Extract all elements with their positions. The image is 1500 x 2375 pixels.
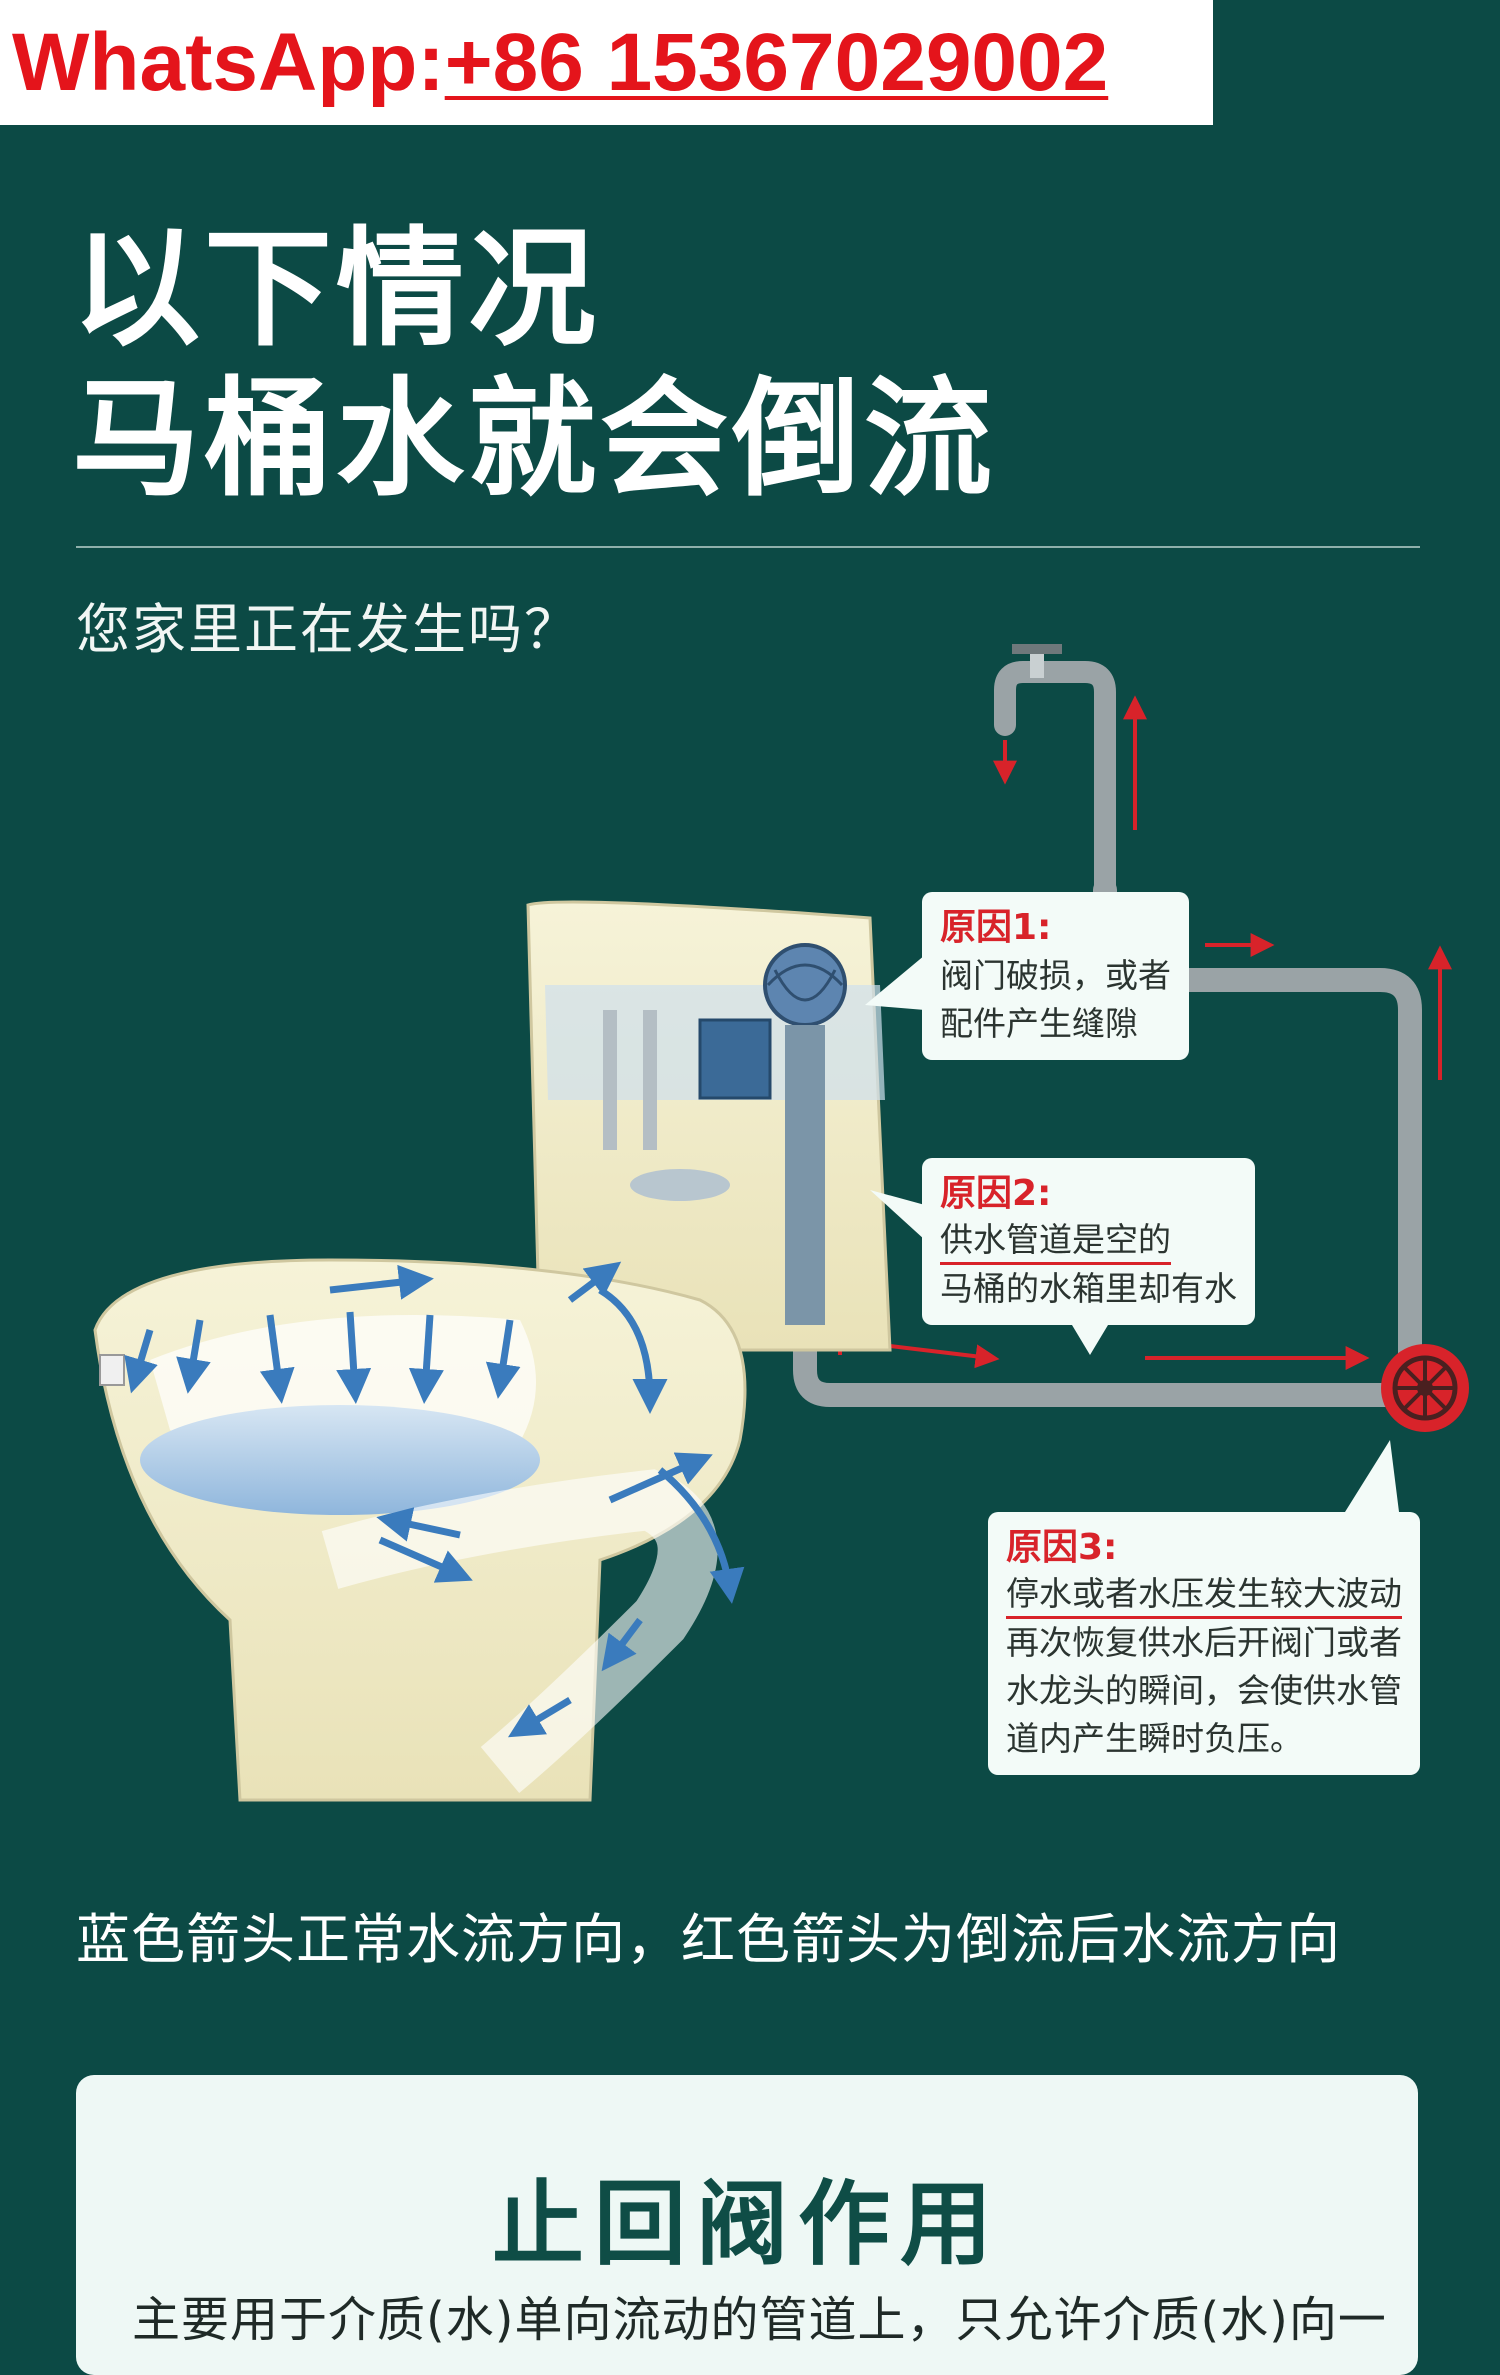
headline-line-1: 以下情况 [72,215,601,364]
backflow-arrows [710,695,1452,1370]
valve-wheel-icon [1381,1344,1469,1432]
callout-reason-1: 原因1: 阀门破损，或者 配件产生缝隙 [922,892,1189,1060]
callout-3-line-2: 再次恢复供水后开阀门或者 [1006,1623,1402,1662]
toilet-backflow-illustration [93,644,1469,1802]
flow-direction-caption: 蓝色箭头正常水流方向，红色箭头为倒流后水流方向 [76,1908,1341,1971]
divider [76,546,1420,548]
callout-1-line-2: 配件产生缝隙 [940,1004,1138,1043]
callout-reason-3: 原因3: 停水或者水压发生较大波动 再次恢复供水后开阀门或者 水龙头的瞬间，会使… [988,1512,1420,1775]
headline-line-2: 马桶水就会倒流 [72,365,997,514]
card-description: 主要用于介质(水)单向流动的管道上，只允许介质(水)向一 [132,2292,1387,2348]
callout-2-title: 原因2: [940,1173,1052,1214]
whatsapp-phone-link[interactable]: +86 15367029002 [444,16,1109,108]
callout-reason-2: 原因2: 供水管道是空的 马桶的水箱里却有水 [922,1158,1255,1325]
subheading: 您家里正在发生吗？ [76,598,580,661]
callout-3-line-4: 道内产生瞬时负压。 [1006,1719,1303,1758]
callout-1-title: 原因1: [940,907,1052,948]
callout-3-title: 原因3: [1006,1527,1118,1568]
whatsapp-label: WhatsApp: [12,16,445,108]
card-title: 止回阀作用 [491,2171,1002,2278]
whatsapp-banner: WhatsApp: +86 15367029002 [0,0,1213,125]
check-valve-card: 止回阀作用 主要用于介质(水)单向流动的管道上，只允许介质(水)向一 [76,2075,1418,2375]
fill-valve-icon [763,943,847,1325]
headline: 以下情况 马桶水就会倒流 [72,215,996,515]
callout-3-line-3: 水龙头的瞬间，会使供水管 [1006,1671,1402,1710]
callout-3-line-1: 停水或者水压发生较大波动 [1006,1572,1402,1619]
callout-2-line-1: 供水管道是空的 [940,1218,1171,1265]
callout-1-line-1: 阀门破损，或者 [940,956,1171,995]
normal-flow-arrows [124,1261,745,1738]
faucet-icon [994,661,1116,901]
callout-2-line-2: 马桶的水箱里却有水 [940,1269,1237,1308]
